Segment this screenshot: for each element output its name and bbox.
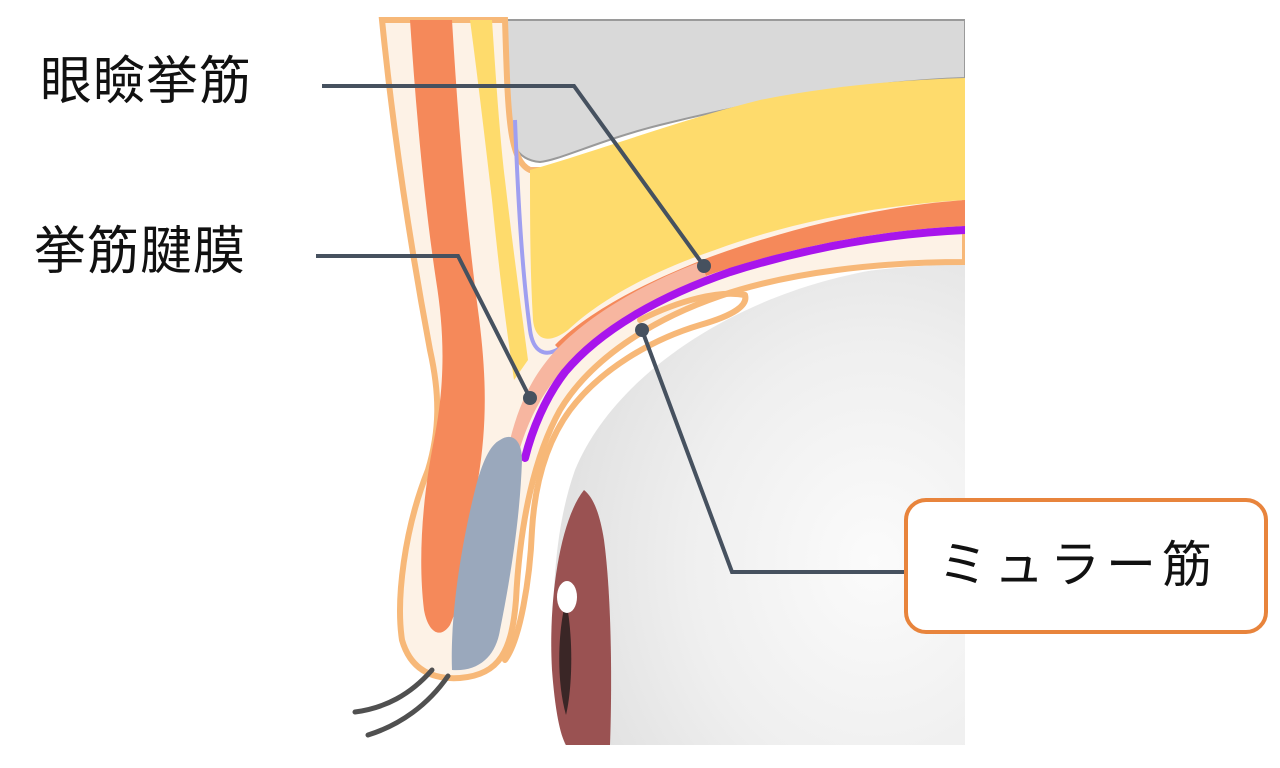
leader-dot-muller [635,323,649,337]
callout-box-muller: ミュラー筋 [904,498,1268,634]
leader-dot-aponeurosis [523,391,537,405]
label-muller-muscle: ミュラー筋 [938,540,1218,590]
leader-dot-levator [697,259,711,273]
eye-highlight [557,581,577,613]
label-levator-muscle: 眼瞼挙筋 [40,56,252,108]
label-levator-aponeurosis: 挙筋腱膜 [34,226,246,278]
